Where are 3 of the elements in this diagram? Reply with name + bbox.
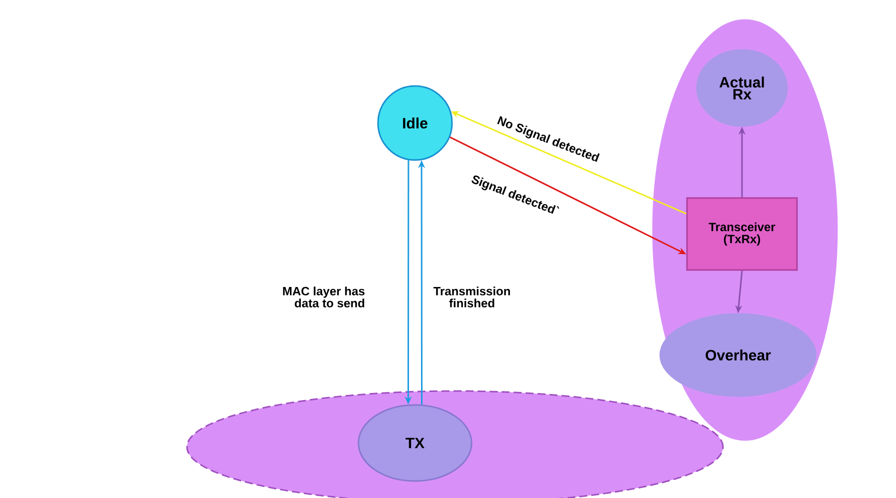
edge-label: MAC layer has data to send [283,286,364,308]
edge-label: Transmission finished [433,286,510,308]
process-box: Transceiver (TxRx) [686,197,798,271]
